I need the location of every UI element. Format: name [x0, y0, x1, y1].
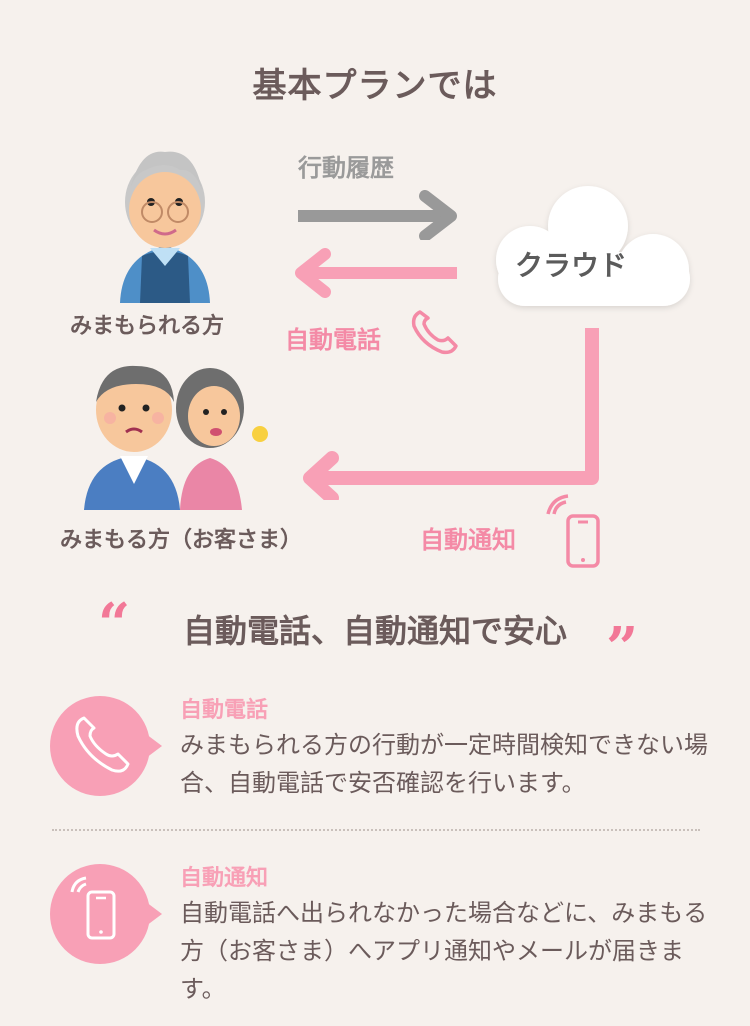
close-quote-icon: ”: [606, 615, 639, 681]
feature-title: 自動電話: [180, 698, 269, 723]
bubble-tail: [146, 734, 162, 758]
watcher-label: みまもる方（お客さま）: [60, 528, 303, 553]
arrow-left-icon: [295, 248, 457, 298]
phone-icon: [75, 716, 130, 773]
divider: [52, 829, 700, 831]
watched-person-label: みまもられる方: [70, 314, 225, 339]
cloud-icon: [496, 186, 690, 306]
headline: 自動電話、自動通知で安心: [182, 612, 567, 650]
auto-call-label: 自動電話: [285, 326, 381, 354]
feature-auto-notify: 自動通知 自動電話へ出られなかった場合などに、みまもる方（お客さま）へアプリ通知…: [50, 864, 710, 1003]
feature-icon-bubble: [50, 864, 150, 964]
smartphone-icon: [546, 494, 600, 568]
page-title: 基本プランでは: [252, 66, 498, 106]
arrow-notify-icon: [303, 328, 599, 500]
phone-icon: [411, 310, 458, 355]
feature-description: 自動電話へ出られなかった場合などに、みまもる方（お客さま）へアプリ通知やメールが…: [180, 899, 708, 1003]
activity-history-label: 行動履歴: [298, 154, 394, 182]
cloud-label: クラウド: [515, 249, 628, 282]
open-quote-icon: “: [98, 591, 131, 657]
elderly-man-illustration: [120, 151, 210, 303]
elderly-couple-illustration: [84, 365, 268, 510]
feature-description: みまもられる方の行動が一定時間検知できない場合、自動電話で安否確認を行います。: [180, 731, 708, 797]
feature-auto-call: 自動電話 みまもられる方の行動が一定時間検知できない場合、自動電話で安否確認を行…: [50, 696, 710, 806]
arrow-right-icon: [298, 190, 457, 240]
feature-icon-bubble: [50, 696, 150, 796]
bubble-tail: [146, 902, 162, 926]
auto-notify-label: 自動通知: [420, 526, 516, 554]
feature-title: 自動通知: [180, 866, 269, 891]
smartphone-icon: [70, 876, 116, 940]
